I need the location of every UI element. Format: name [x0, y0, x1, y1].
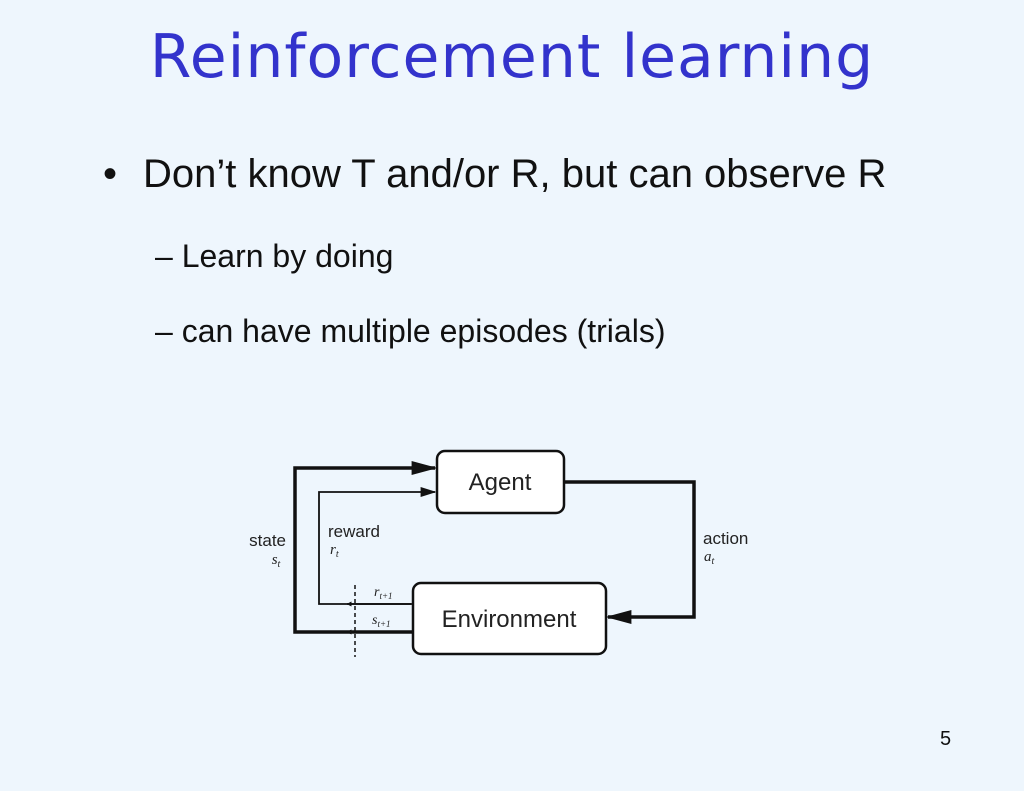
action-label: action [703, 529, 748, 548]
state-symbol: st [272, 552, 281, 570]
bullet-text: Don’t know T and/or R, but can observe R [143, 152, 887, 196]
slide-number: 5 [940, 728, 952, 750]
bullet-marker: • [103, 152, 118, 196]
reward-symbol: rt [330, 542, 339, 560]
environment-label: Environment [442, 606, 577, 633]
sub-item-multiple-episodes: – can have multiple episodes (trials) [155, 313, 666, 349]
state-label: state [249, 531, 286, 550]
slide-title: Reinforcement learning [149, 22, 875, 92]
next-reward-symbol: rt+1 [374, 585, 393, 601]
agent-label: Agent [469, 469, 532, 496]
action-arrow [565, 480, 696, 624]
next-state-symbol: st+1 [372, 613, 391, 629]
bullet-item: • Don’t know T and/or R, but can observe … [103, 152, 886, 197]
sub-item-learn-by-doing: – Learn by doing [155, 238, 394, 274]
action-symbol: at [704, 549, 715, 567]
reward-label: reward [328, 522, 380, 541]
agent-box [435, 449, 566, 515]
